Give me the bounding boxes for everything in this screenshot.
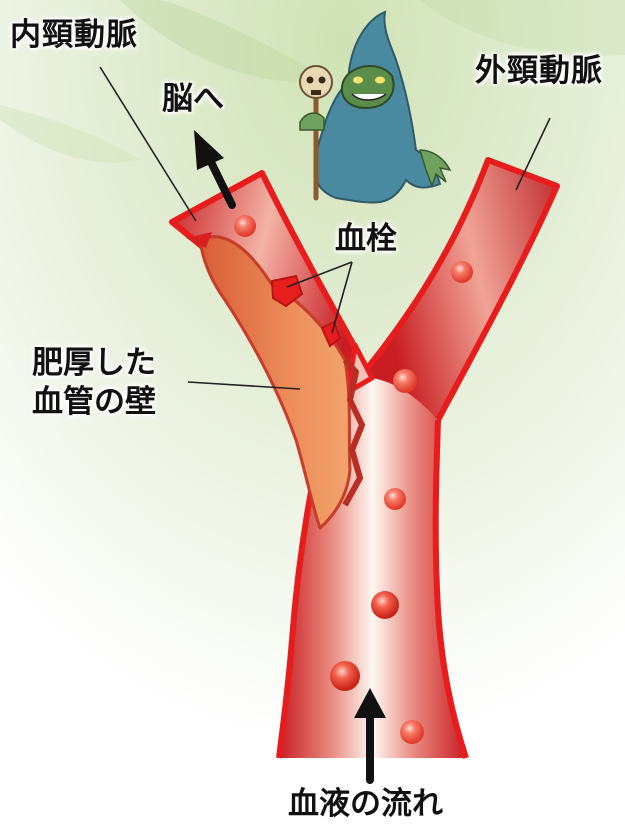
blood-cell: [234, 215, 256, 237]
leader-embolus-a: [286, 261, 353, 288]
blood-cell: [400, 720, 424, 744]
label-internal-carotid: 内頸動脈: [10, 17, 138, 53]
arrow-up-icon: [354, 688, 386, 784]
leader-internal-carotid: [99, 66, 197, 222]
leader-lines: [99, 66, 551, 390]
blood-cell: [371, 591, 399, 619]
background-leaves: [0, 0, 625, 163]
blood-cell: [451, 261, 473, 283]
label-thickened-wall: 肥厚した 血管の壁: [32, 344, 156, 422]
label-thickened-wall-line2: 血管の壁: [32, 383, 156, 420]
hooded-grim-reaper-icon: [314, 10, 452, 204]
creature-right-hand: [418, 149, 452, 189]
blood-cell: [393, 369, 417, 393]
trunk-right-wall: [432, 419, 469, 759]
blood-cell: [384, 488, 406, 510]
blood-cell: [330, 661, 360, 691]
plaque-rough-edge: [342, 357, 365, 507]
external-carotid-artery: [345, 157, 560, 423]
label-blood-flow: 血液の流れ: [288, 786, 443, 822]
embolus-fragment-entry: [186, 232, 212, 248]
leader-embolus-b: [331, 261, 353, 334]
skull-staff-icon: [299, 65, 333, 201]
label-external-carotid: 外頸動脈: [475, 53, 603, 89]
label-thickened-wall-line1: 肥厚した: [32, 345, 156, 381]
creature-face: [340, 64, 395, 110]
leader-external-carotid: [515, 117, 551, 191]
blood-cells: [234, 215, 473, 744]
embolus-fragment-lower: [320, 320, 342, 348]
leader-thickened-wall: [187, 381, 301, 390]
arrow-up-left-icon: [194, 130, 236, 209]
label-to-brain: 脳へ: [162, 81, 224, 117]
label-embolus: 血栓: [335, 221, 397, 257]
